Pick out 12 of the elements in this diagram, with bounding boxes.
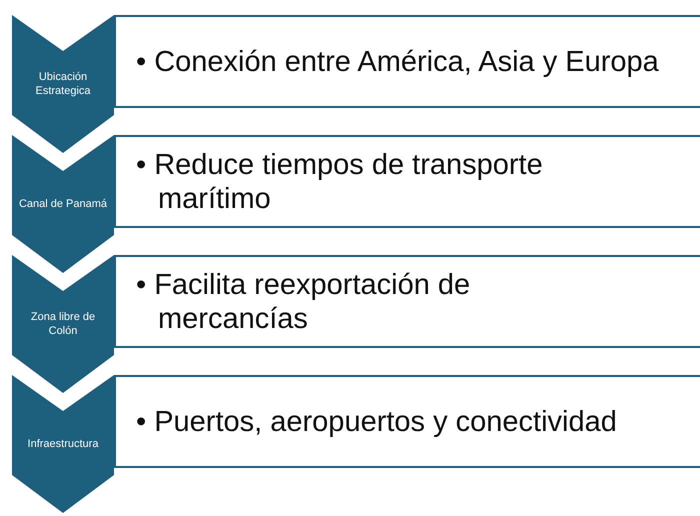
- detail-box: [114, 135, 700, 228]
- detail-box: [114, 375, 700, 468]
- bullet-text: • Puertos, aeropuertos y conectividad: [136, 404, 618, 438]
- detail-box: [114, 255, 700, 348]
- detail-box: [114, 15, 700, 108]
- bullet-text: • Facilita reexportación de mercancías: [136, 268, 472, 336]
- step-label: Infraestructura: [28, 437, 98, 451]
- step-label: Zona libre de Colón: [30, 310, 96, 338]
- step-label: Canal de Panamá: [18, 197, 108, 211]
- step-label: Ubicación Estrategica: [34, 70, 92, 98]
- bullet-text: • Conexión entre América, Asia y Europa: [136, 44, 660, 78]
- bullet-text: • Reduce tiempos de transporte marítimo: [136, 148, 544, 216]
